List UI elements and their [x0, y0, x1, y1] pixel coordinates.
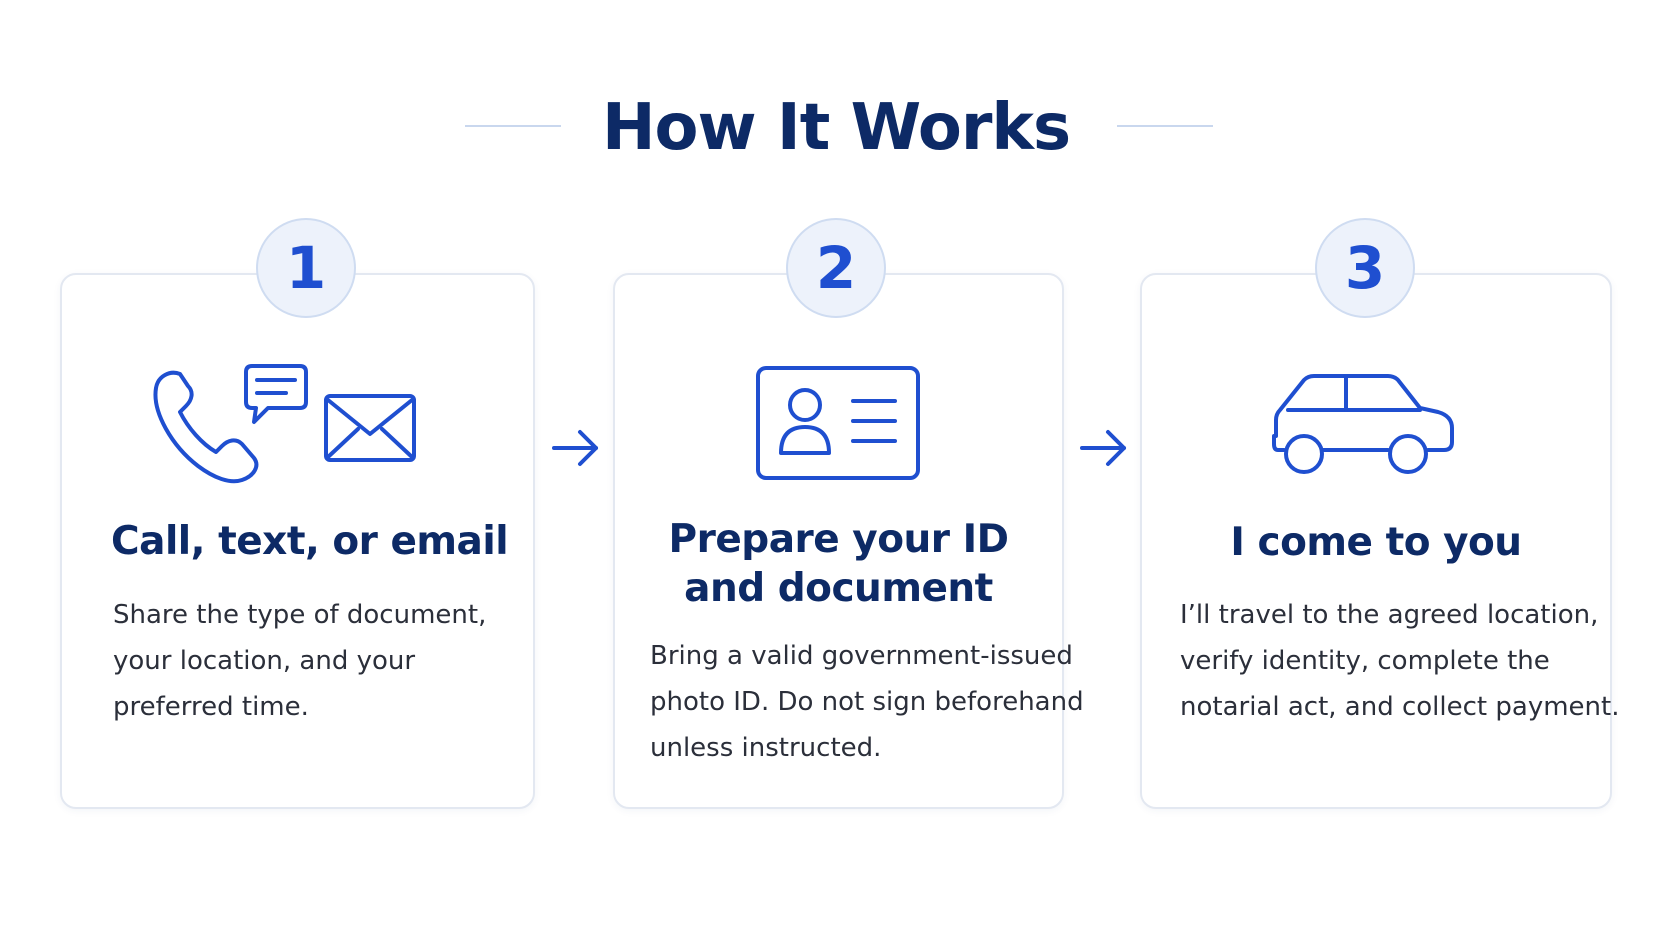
step-description-1-line-1: Share the type of document, [113, 600, 487, 630]
car-icon [1268, 372, 1458, 482]
step-title-2-line-2: and document [684, 566, 993, 611]
phone-icon [153, 370, 259, 484]
step-title-3: I come to you [1230, 520, 1522, 565]
heading-divider-left [465, 125, 561, 127]
step-card-3 [1140, 273, 1612, 809]
step-description-1-line-2: your location, and your [113, 646, 416, 676]
step-title-2: Prepare your ID and document [613, 515, 1064, 613]
chat-bubble-icon [244, 364, 308, 424]
arrow-right-icon [550, 428, 602, 473]
envelope-icon [324, 394, 416, 462]
step-description-1-line-3: preferred time. [113, 692, 309, 722]
step-description-2: Bring a valid government-issued photo ID… [650, 633, 1084, 771]
step-description-2-line-1: Bring a valid government-issued [650, 641, 1073, 671]
step-title-2-line-1: Prepare your ID [668, 517, 1009, 562]
step-description-3-line-1: I’ll travel to the agreed location, [1180, 600, 1599, 630]
heading-row: How It Works [0, 88, 1672, 168]
id-card-icon [755, 365, 921, 481]
step-description-2-line-3: unless instructed. [650, 733, 882, 763]
heading-divider-right [1117, 125, 1213, 127]
step-number-badge-1: 1 [256, 218, 356, 318]
phone-chat-envelope-icon [150, 362, 430, 492]
step-description-3: I’ll travel to the agreed location, veri… [1180, 592, 1619, 730]
step-card-2 [613, 273, 1064, 809]
page-title: How It Works [601, 91, 1071, 165]
step-title-1: Call, text, or email [111, 519, 509, 564]
arrow-right-icon [1078, 428, 1130, 473]
step-description-1: Share the type of document, your locatio… [113, 592, 486, 730]
step-description-3-line-3: notarial act, and collect payment. [1180, 692, 1620, 722]
step-number-badge-2: 2 [786, 218, 886, 318]
step-description-3-line-2: verify identity, complete the [1180, 646, 1550, 676]
step-number-badge-3: 3 [1315, 218, 1415, 318]
step-description-2-line-2: photo ID. Do not sign beforehand [650, 687, 1084, 717]
step-card-1 [60, 273, 535, 809]
